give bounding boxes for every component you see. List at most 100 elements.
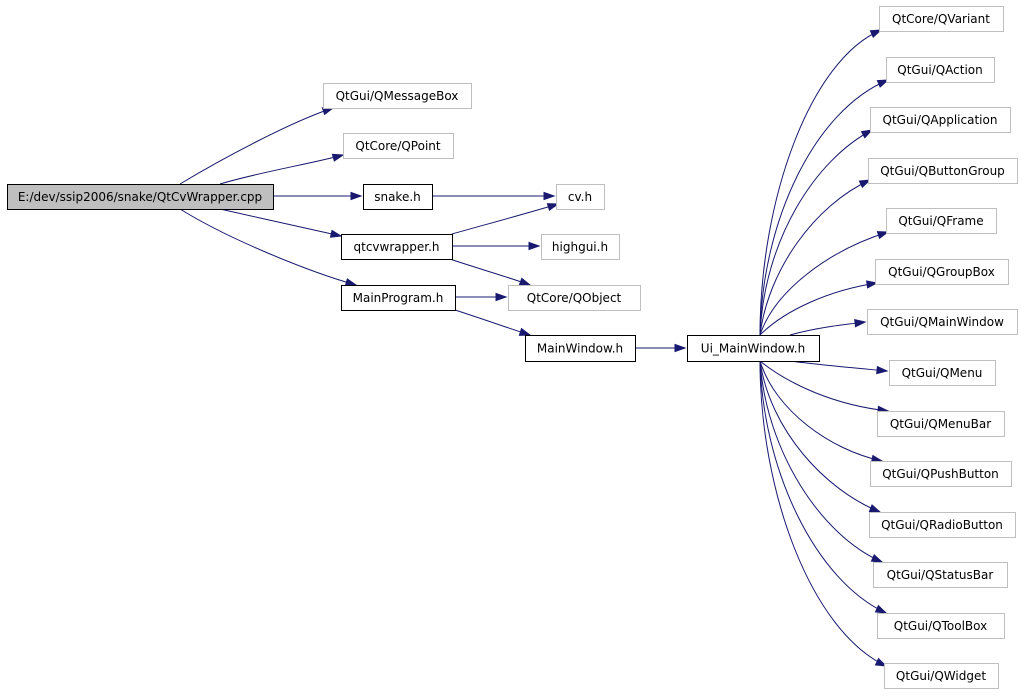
edge-ui_mainwindow-to-qmainwindow [789, 319, 867, 336]
edge-line [179, 208, 357, 286]
edge-root-to-snake [273, 191, 363, 201]
node-highgui[interactable]: highgui.h [541, 234, 620, 260]
node-qtoolbox[interactable]: QtGui/QToolBox [877, 613, 1005, 639]
edge-ui_mainwindow-to-qaction [759, 79, 890, 336]
node-qtcvwrapper[interactable]: qtcvwrapper.h [341, 234, 453, 260]
edge-line [789, 321, 866, 336]
node-label: QtGui/QWidget [896, 669, 986, 683]
node-box [343, 133, 454, 159]
node-label: QtGui/QAction [897, 63, 982, 77]
node-label: qtcvwrapper.h [354, 240, 440, 254]
node-qstatusbar[interactable]: QtGui/QStatusBar [873, 562, 1008, 588]
node-label: highgui.h [552, 240, 608, 254]
node-qvariant[interactable]: QtCore/QVariant [879, 6, 1004, 32]
node-label: QtGui/QMenu [902, 366, 983, 380]
arrowhead-icon [518, 277, 532, 286]
node-label: QtGui/QToolBox [894, 619, 988, 633]
node-qmessagebox[interactable]: QtGui/QMessageBox [323, 83, 472, 109]
arrowhead-icon [543, 191, 556, 201]
node-label: E:/dev/ssip2006/snake/QtCvWrapper.cpp [18, 190, 262, 204]
node-box [341, 285, 456, 311]
node-box [867, 309, 1018, 335]
arrowhead-icon [874, 604, 888, 614]
arrowhead-icon [869, 29, 883, 38]
node-box [877, 411, 1005, 437]
edge-line [219, 154, 344, 185]
node-qobject[interactable]: QtCore/QObject [508, 285, 641, 311]
node-root[interactable]: E:/dev/ssip2006/snake/QtCvWrapper.cpp [7, 184, 274, 210]
edge-line [759, 79, 889, 336]
edge-line [759, 129, 873, 336]
edge-ui_mainwindow-to-qtoolbox [759, 360, 888, 614]
node-box [886, 57, 995, 83]
node-label: MainProgram.h [353, 291, 444, 305]
node-box [879, 6, 1004, 32]
edge-mainprogram-to-mainwindow [454, 309, 532, 336]
arrowhead-icon [854, 319, 867, 328]
arrowhead-icon [876, 365, 889, 375]
node-box [875, 259, 1009, 285]
node-box [889, 360, 996, 386]
node-qradiobutton[interactable]: QtGui/QRadioButton [869, 512, 1016, 538]
node-label: QtGui/QGroupBox [888, 265, 995, 279]
node-qbuttongroup[interactable]: QtGui/QButtonGroup [868, 158, 1018, 184]
node-qapplication[interactable]: QtGui/QApplication [870, 107, 1011, 133]
edge-qtcvwrapper-to-qobject [449, 258, 532, 286]
edge-root-to-qpoint [219, 153, 345, 185]
edge-ui_mainwindow-to-qradiobutton [759, 360, 882, 513]
node-qframe[interactable]: QtGui/QFrame [886, 208, 997, 234]
node-box [525, 335, 636, 362]
node-box [363, 184, 433, 210]
arrowhead-icon [344, 278, 358, 287]
edge-line [759, 179, 871, 336]
arrowhead-icon [528, 241, 541, 251]
edge-ui_mainwindow-to-qmenu [789, 360, 889, 375]
edge-ui_mainwindow-to-qvariant [759, 29, 883, 336]
node-label: MainWindow.h [537, 342, 623, 356]
edge-ui_mainwindow-to-qstatusbar [759, 360, 884, 563]
node-box [556, 184, 605, 210]
arrowhead-icon [350, 191, 363, 201]
edge-root-to-qmessagebox [179, 107, 335, 185]
edge-line [759, 360, 887, 667]
arrowhead-icon [518, 327, 532, 336]
node-qmenubar[interactable]: QtGui/QMenuBar [877, 411, 1005, 437]
node-mainprogram[interactable]: MainProgram.h [341, 285, 456, 311]
node-label: QtCore/QVariant [892, 12, 990, 26]
edge-ui_mainwindow-to-qpushbutton [759, 360, 884, 463]
edge-line [759, 360, 887, 614]
node-qmenu[interactable]: QtGui/QMenu [889, 360, 996, 386]
node-cv[interactable]: cv.h [556, 184, 605, 210]
node-label: QtCore/QObject [527, 291, 622, 305]
node-label: QtGui/QPushButton [882, 467, 999, 481]
node-qpoint[interactable]: QtCore/QPoint [343, 133, 454, 159]
edge-line [451, 203, 559, 235]
node-box [886, 208, 997, 234]
arrowhead-icon [546, 203, 560, 212]
node-box [323, 83, 472, 109]
arrowhead-icon [866, 280, 879, 289]
node-qaction[interactable]: QtGui/QAction [886, 57, 995, 83]
edge-line [759, 29, 882, 336]
arrowhead-icon [331, 153, 345, 162]
node-mainwindow[interactable]: MainWindow.h [525, 335, 636, 362]
node-snake[interactable]: snake.h [363, 184, 433, 210]
arrowhead-icon [860, 129, 874, 139]
edge-ui_mainwindow-to-qwidget [759, 360, 888, 667]
node-label: QtGui/QMessageBox [336, 89, 459, 103]
node-qmainwindow[interactable]: QtGui/QMainWindow [867, 309, 1018, 335]
node-box [884, 663, 999, 689]
edge-root-to-mainprogram [179, 208, 358, 287]
node-ui_mainwindow[interactable]: Ui_MainWindow.h [687, 335, 820, 362]
edge-qtcvwrapper-to-highgui [451, 241, 541, 251]
node-box [877, 613, 1005, 639]
node-qpushbutton[interactable]: QtGui/QPushButton [870, 461, 1012, 487]
node-label: QtCore/QPoint [355, 139, 441, 153]
node-box [870, 461, 1012, 487]
node-qwidget[interactable]: QtGui/QWidget [884, 663, 999, 689]
edges-layer [179, 29, 890, 667]
arrowhead-icon [858, 179, 872, 189]
node-qgroupbox[interactable]: QtGui/QGroupBox [875, 259, 1009, 285]
node-label: QtGui/QApplication [883, 113, 998, 127]
